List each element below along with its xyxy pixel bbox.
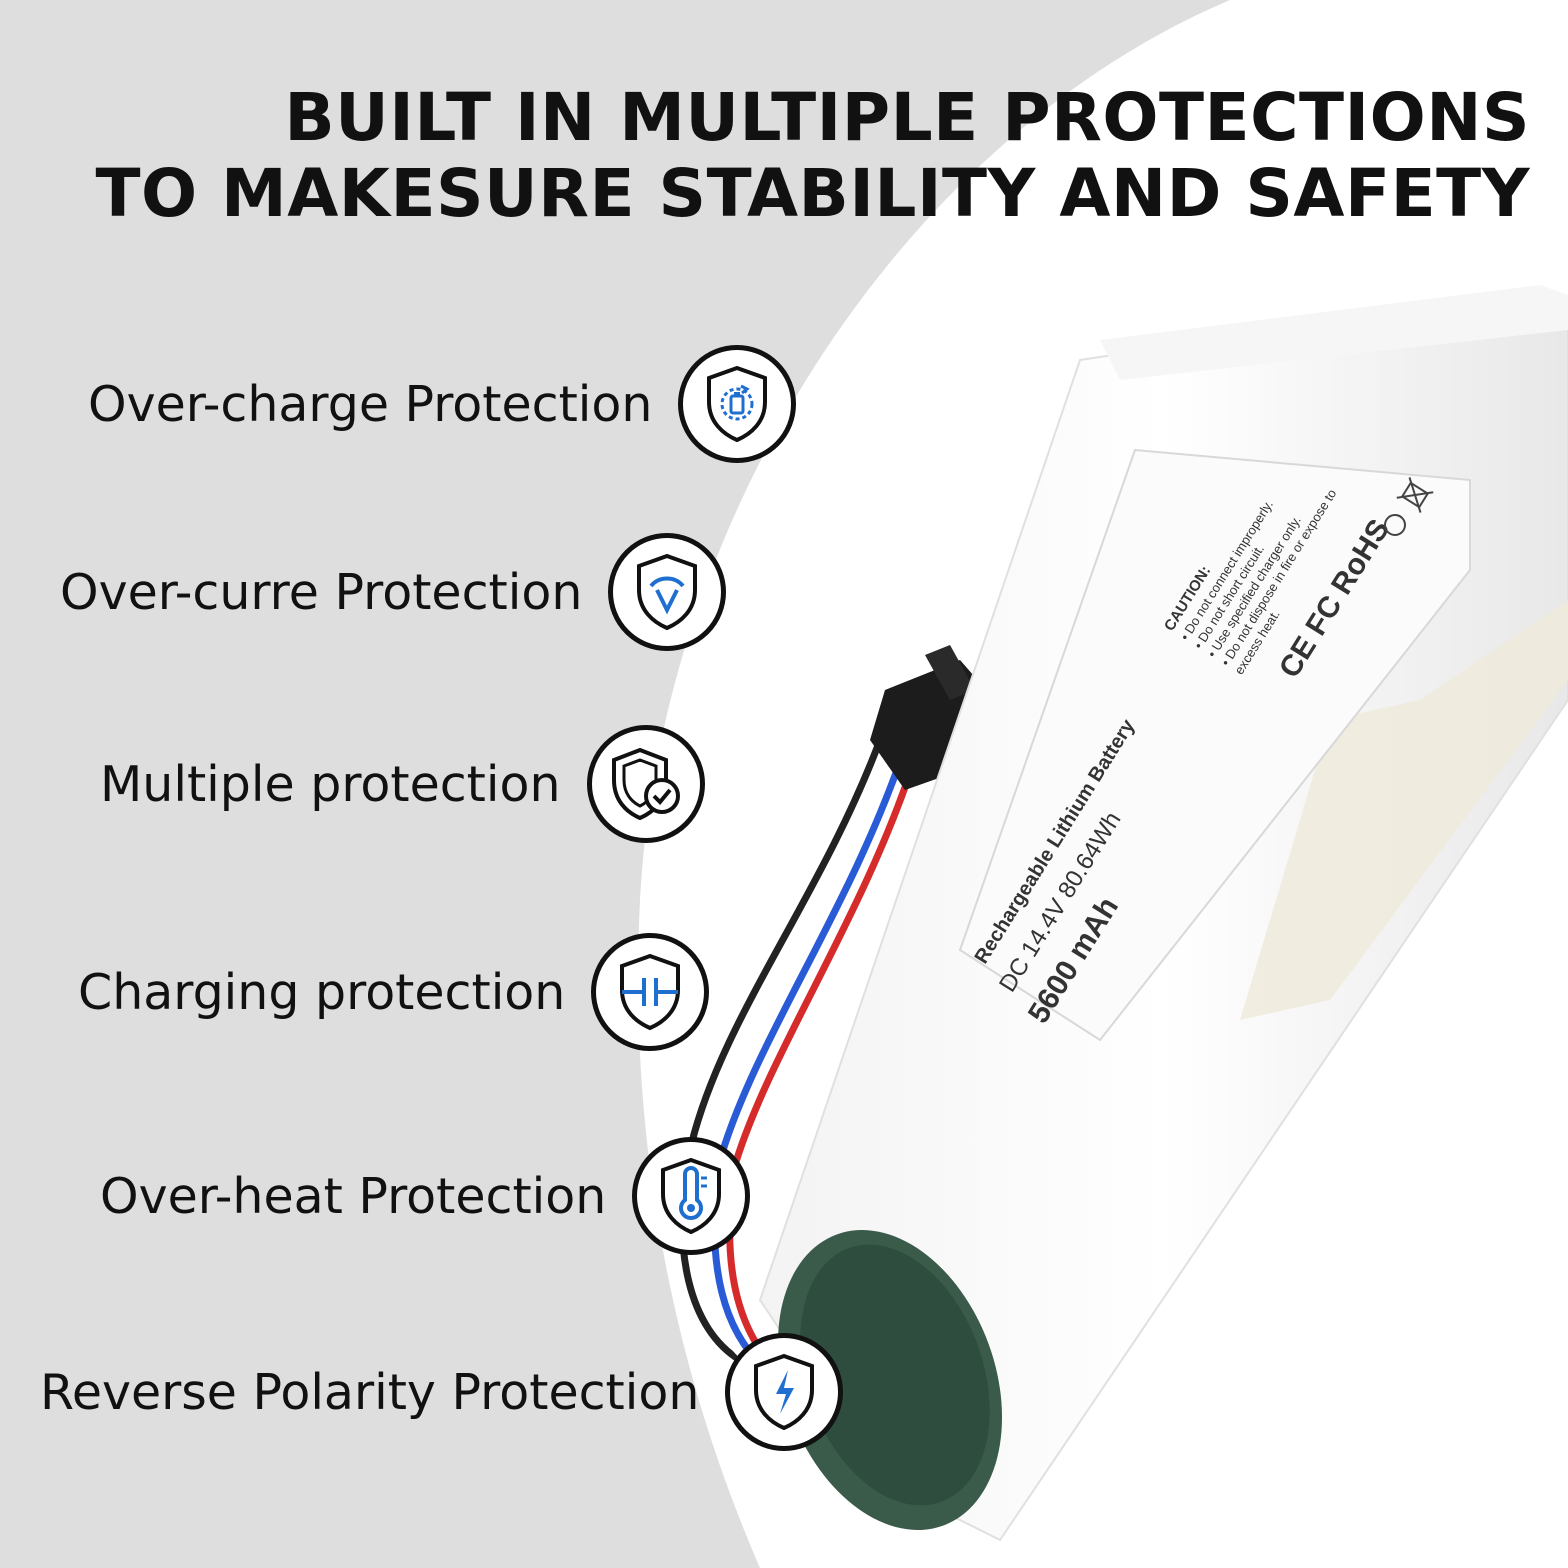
- feature-label: Charging protection: [78, 963, 566, 1021]
- headline-line-2: TO MAKESURE STABILITY AND SAFETY: [95, 155, 1530, 232]
- headline-line-1: BUILT IN MULTIPLE PROTECTIONS: [284, 79, 1530, 156]
- feature-over-current: Over-curre Protection: [60, 533, 727, 651]
- feature-multiple: Multiple protection: [100, 725, 705, 843]
- feature-over-charge: Over-charge Protection: [88, 345, 797, 463]
- recycle-icon: [1384, 514, 1406, 536]
- feature-label: Over-charge Protection: [88, 375, 653, 433]
- shield-v-icon: [608, 533, 727, 651]
- feature-label: Multiple protection: [100, 755, 561, 813]
- shield-lightning-icon: [725, 1333, 844, 1451]
- headline: BUILT IN MULTIPLE PROTECTIONS TO MAKESUR…: [95, 80, 1530, 232]
- feature-charging: Charging protection: [78, 933, 710, 1051]
- shield-thermometer-icon: [632, 1137, 751, 1255]
- shield-capacitor-icon: [591, 933, 710, 1051]
- feature-label: Reverse Polarity Protection: [40, 1363, 700, 1421]
- shield-battery-icon: [678, 345, 797, 463]
- feature-reverse-polarity: Reverse Polarity Protection: [40, 1333, 844, 1451]
- bin-crossed-icon: [1396, 477, 1434, 513]
- feature-label: Over-curre Protection: [60, 563, 583, 621]
- feature-label: Over-heat Protection: [100, 1167, 607, 1225]
- shield-check-icon: [586, 725, 705, 843]
- feature-over-heat: Over-heat Protection: [100, 1137, 751, 1255]
